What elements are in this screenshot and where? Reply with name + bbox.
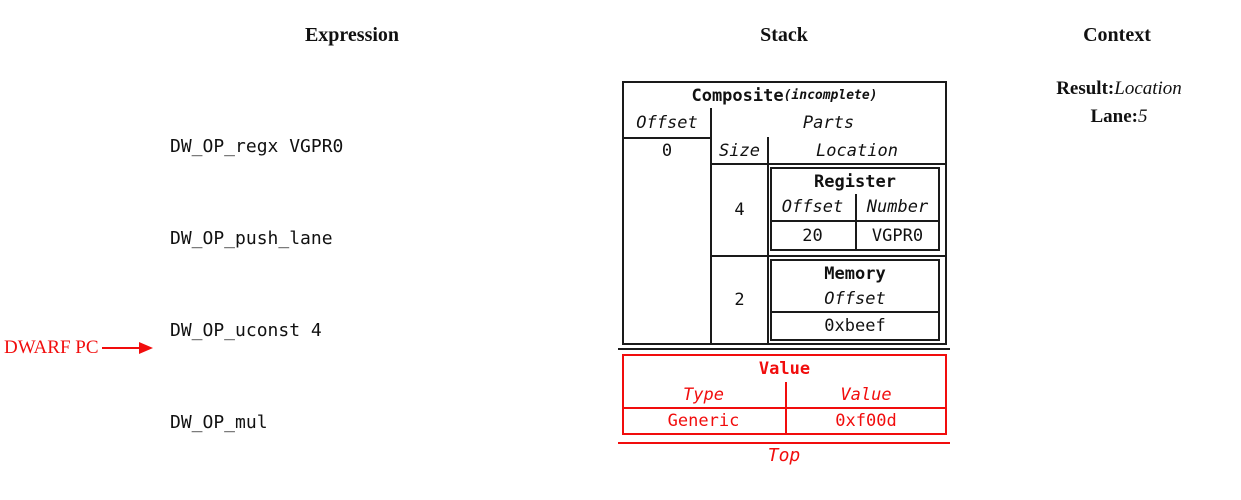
memory-title: Memory bbox=[824, 263, 886, 284]
register-offset-value: 20 bbox=[802, 225, 823, 246]
stack-top-separator bbox=[618, 442, 950, 444]
register-location-table: Register Offset Number 20 VGPR0 bbox=[770, 167, 940, 251]
register-header-rule bbox=[772, 220, 938, 222]
register-number-header: Number bbox=[866, 197, 929, 217]
opcode-line: DW_OP_regx VGPR0 bbox=[170, 136, 344, 158]
opcode-line: DW_OP_mul bbox=[170, 411, 268, 433]
register-number-value: VGPR0 bbox=[871, 225, 924, 246]
line-under-size-location-header bbox=[710, 163, 945, 165]
column-header-stack: Stack bbox=[760, 24, 808, 46]
context-lane-label: Lane: bbox=[1090, 106, 1139, 127]
context-lane-line: Lane:5 bbox=[1091, 106, 1148, 128]
memory-offset-header: Offset bbox=[824, 288, 886, 309]
opcode-list: DW_OP_regx VGPR0 DW_OP_push_lane DW_OP_u… bbox=[170, 71, 376, 500]
memory-offset-value: 0xbeef bbox=[824, 316, 886, 336]
context-result-value: Location bbox=[1114, 78, 1182, 99]
opcode-line: DW_OP_push_lane bbox=[170, 227, 333, 249]
composite-title-row: Composite(incomplete) bbox=[624, 83, 945, 108]
column-header-expression: Expression bbox=[304, 24, 400, 46]
type-header: Type bbox=[683, 384, 724, 405]
value-header-rule bbox=[624, 407, 945, 409]
memory-location-table: Memory Offset 0xbeef bbox=[770, 259, 940, 341]
dwarf-pc-pointer: DWARF PC bbox=[4, 337, 153, 358]
dwarf-pc-label: DWARF PC bbox=[4, 337, 99, 358]
line-between-parts bbox=[710, 255, 945, 257]
value-title: Value bbox=[758, 359, 811, 379]
location-header: Location bbox=[816, 141, 898, 161]
parts-header: Parts bbox=[802, 112, 855, 133]
part-size-value: 2 bbox=[734, 290, 745, 310]
register-title: Register bbox=[814, 171, 896, 192]
register-offset-header: Offset bbox=[781, 197, 844, 217]
divider-offset-parts bbox=[710, 108, 712, 343]
composite-table: Composite(incomplete) Offset Parts 0 Siz… bbox=[622, 81, 947, 345]
stack-entry-separator bbox=[618, 348, 950, 350]
offset-header: Offset bbox=[636, 112, 698, 133]
value-value: 0xf00d bbox=[835, 411, 897, 431]
line-under-offset-header bbox=[624, 137, 710, 139]
value-table: Value Type Value Generic 0xf00d bbox=[622, 354, 947, 435]
arrow-head bbox=[138, 342, 153, 354]
opcode-line: DW_OP_uconst 4 bbox=[170, 319, 322, 341]
column-header-context: Context bbox=[1083, 24, 1151, 46]
dwarf-pc-arrow-icon bbox=[101, 342, 153, 354]
part-size-value: 4 bbox=[734, 200, 745, 220]
arrow-shaft bbox=[101, 347, 139, 349]
value-header: Value bbox=[840, 384, 892, 405]
type-value: Generic bbox=[667, 411, 740, 431]
composite-subtitle: (incomplete) bbox=[783, 88, 878, 103]
context-lane-value: 5 bbox=[1138, 106, 1148, 127]
offset-value: 0 bbox=[661, 141, 673, 161]
stack-top-label: Top bbox=[767, 445, 801, 466]
divider-size-location bbox=[767, 137, 769, 343]
composite-title: Composite bbox=[691, 85, 784, 106]
context-result-line: Result:Location bbox=[1056, 78, 1182, 100]
context-result-label: Result: bbox=[1056, 78, 1115, 99]
memory-header-rule bbox=[772, 311, 938, 313]
size-header: Size bbox=[719, 141, 760, 161]
